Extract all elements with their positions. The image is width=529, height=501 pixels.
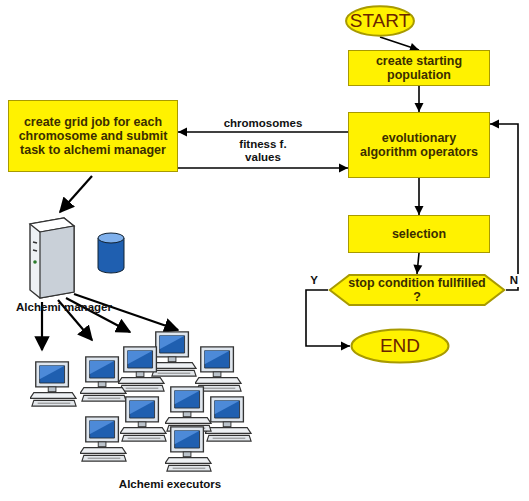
process-box: selection [348, 215, 490, 253]
connector-line [490, 124, 518, 290]
node-text: create starting population [349, 54, 489, 82]
flow-connector [490, 120, 518, 291]
connector-line [178, 167, 348, 169]
executor-computers [30, 332, 251, 471]
edge-label: fitness f. values [232, 138, 294, 164]
terminal-oval: END [350, 328, 450, 364]
arrow-head [415, 206, 424, 215]
flow-connector [415, 178, 424, 215]
database-cylinder [98, 233, 124, 273]
edge-label: chromosomes [222, 117, 305, 130]
node-text: stop condition fullfilled ? [328, 276, 506, 304]
edge-label: N [508, 274, 520, 287]
submit-arrow [60, 176, 92, 212]
manager-server [30, 218, 74, 298]
node-text: create grid job for each chromosome and … [9, 115, 177, 157]
flow-connector [415, 86, 424, 112]
arrow-head [341, 342, 350, 351]
arrow-head [413, 265, 422, 274]
process-box: create starting population [348, 50, 490, 86]
component-label: Alchemi executors [70, 478, 270, 491]
arrow-head [339, 164, 348, 173]
process-box: evolutionary algorithm operators [348, 112, 490, 178]
node-text: START [346, 10, 415, 32]
arrow-head [415, 103, 424, 112]
component-label: Alchemi manager [6, 301, 122, 314]
arrow-head [178, 128, 187, 137]
process-box: create grid job for each chromosome and … [8, 100, 178, 172]
decision-hexagon: stop condition fullfilled ? [328, 274, 506, 306]
edge-label: Y [308, 274, 320, 287]
arrow-head [490, 120, 499, 129]
node-text: selection [388, 227, 450, 241]
connector-line [178, 131, 348, 133]
flow-connector [413, 253, 422, 274]
node-text: evolutionary algorithm operators [349, 131, 489, 159]
node-text: END [376, 335, 424, 357]
terminal-oval: START [345, 5, 415, 37]
flow-connector [178, 164, 348, 173]
